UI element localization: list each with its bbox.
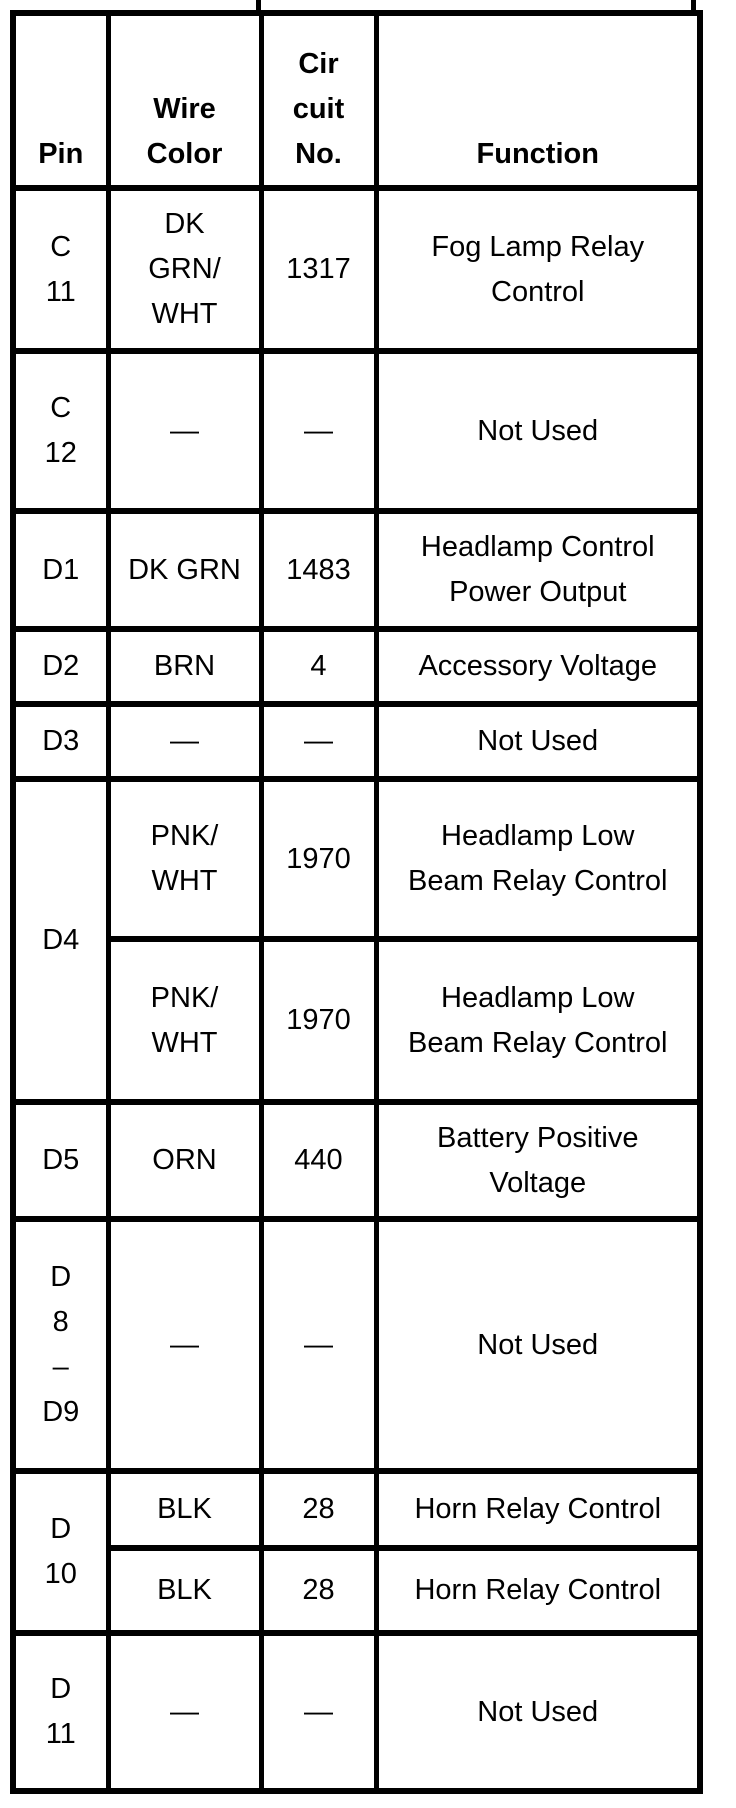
table-row-d3: D3 — — Not Used bbox=[10, 701, 703, 782]
circuit-no-cell: — bbox=[258, 701, 379, 782]
pin-cell: D1 bbox=[10, 508, 111, 632]
table-row-d10-entry-2: BLK 28 Horn Relay Control bbox=[13, 1545, 703, 1636]
pin-cell: C 11 bbox=[10, 185, 111, 354]
table-row-c12: C 12 — — Not Used bbox=[10, 348, 703, 514]
circuit-no-cell: 1483 bbox=[258, 508, 379, 632]
circuit-no-cell: — bbox=[258, 1630, 379, 1794]
pin-cell: C 12 bbox=[10, 348, 111, 514]
wire-color-cell: — bbox=[105, 1630, 264, 1794]
wire-color-cell: BRN bbox=[105, 626, 264, 707]
function-cell: Not Used bbox=[373, 1630, 703, 1794]
pin-cell: D2 bbox=[10, 626, 111, 707]
pin-cell: D3 bbox=[10, 701, 111, 782]
circuit-no-cell: 440 bbox=[258, 1099, 379, 1222]
function-cell: Horn Relay Control bbox=[373, 1468, 703, 1551]
wire-color-cell: — bbox=[105, 348, 264, 514]
function-cell: Battery Positive Voltage bbox=[373, 1099, 703, 1222]
table-row-d11: D 11 — — Not Used bbox=[10, 1630, 703, 1794]
circuit-no-cell: — bbox=[258, 1216, 379, 1474]
connector-pinout-table: Pin Wire Color Cir cuit No. Function C 1… bbox=[10, 10, 703, 1794]
wire-color-cell: PNK/ WHT bbox=[105, 936, 264, 1105]
function-cell: Fog Lamp Relay Control bbox=[373, 185, 703, 354]
header-circuit-no: Cir cuit No. bbox=[258, 10, 379, 191]
pin-cell: D 11 bbox=[10, 1630, 111, 1794]
top-border-stub-right-edge bbox=[691, 0, 696, 12]
function-cell: Horn Relay Control bbox=[373, 1545, 703, 1636]
circuit-no-cell: 28 bbox=[258, 1468, 379, 1551]
function-cell: Headlamp Low Beam Relay Control bbox=[373, 776, 703, 942]
function-cell: Not Used bbox=[373, 348, 703, 514]
wire-color-cell: DK GRN/ WHT bbox=[105, 185, 264, 354]
table-row-d10-entry-1: D 10 BLK 28 Horn Relay Control bbox=[10, 1468, 703, 1636]
pin-cell: D5 bbox=[10, 1099, 111, 1222]
function-cell: Headlamp Control Power Output bbox=[373, 508, 703, 632]
circuit-no-cell: — bbox=[258, 348, 379, 514]
circuit-no-cell: 28 bbox=[258, 1545, 379, 1636]
circuit-no-cell: 1317 bbox=[258, 185, 379, 354]
table-row-d2: D2 BRN 4 Accessory Voltage bbox=[10, 626, 703, 707]
table-row-d8-d9: D 8 – D9 — — Not Used bbox=[10, 1216, 703, 1474]
circuit-no-cell: 1970 bbox=[258, 776, 379, 942]
circuit-no-cell: 4 bbox=[258, 626, 379, 707]
wire-color-cell: ORN bbox=[105, 1099, 264, 1222]
function-cell: Accessory Voltage bbox=[373, 626, 703, 707]
pin-cell: D 10 bbox=[10, 1468, 111, 1636]
wire-color-cell: — bbox=[105, 701, 264, 782]
top-border-stub-circuit-column bbox=[256, 0, 261, 13]
header-wire-color: Wire Color bbox=[105, 10, 264, 191]
table-row-d1: D1 DK GRN 1483 Headlamp Control Power Ou… bbox=[10, 508, 703, 632]
wire-color-cell: DK GRN bbox=[105, 508, 264, 632]
header-pin: Pin bbox=[10, 10, 111, 191]
wire-color-cell: — bbox=[105, 1216, 264, 1474]
wire-color-cell: PNK/ WHT bbox=[105, 776, 264, 942]
header-row: Pin Wire Color Cir cuit No. Function bbox=[10, 10, 703, 191]
wire-color-cell: BLK bbox=[105, 1545, 264, 1636]
table-row-d4-entry-1: D4 PNK/ WHT 1970 Headlamp Low Beam Relay… bbox=[10, 776, 703, 1105]
wire-color-cell: BLK bbox=[105, 1468, 264, 1551]
circuit-no-cell: 1970 bbox=[258, 936, 379, 1105]
function-cell: Headlamp Low Beam Relay Control bbox=[373, 936, 703, 1105]
function-cell: Not Used bbox=[373, 1216, 703, 1474]
table-row-d5: D5 ORN 440 Battery Positive Voltage bbox=[10, 1099, 703, 1222]
table-row-c11: C 11 DK GRN/ WHT 1317 Fog Lamp Relay Con… bbox=[10, 185, 703, 354]
header-function: Function bbox=[373, 10, 703, 191]
pin-cell: D4 bbox=[10, 776, 111, 1105]
function-cell: Not Used bbox=[373, 701, 703, 782]
pin-cell: D 8 – D9 bbox=[10, 1216, 111, 1474]
table-row-d4-entry-2: PNK/ WHT 1970 Headlamp Low Beam Relay Co… bbox=[13, 936, 703, 1105]
